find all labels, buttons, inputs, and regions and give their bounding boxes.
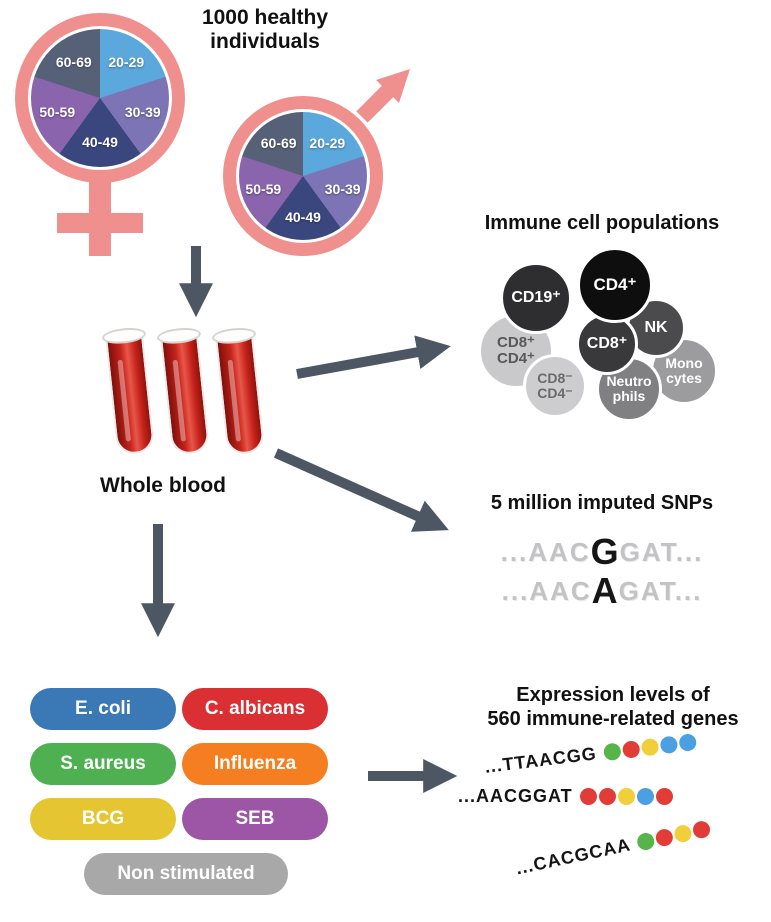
age-group-label: 40-49 xyxy=(82,134,118,151)
snp-variant-allele: A xyxy=(591,570,619,611)
whole-blood-label: Whole blood xyxy=(100,474,226,497)
cell-label: cytes xyxy=(666,370,702,386)
page-title-line1: 1000 healthy xyxy=(201,6,329,29)
snp-prefix: ...AAC xyxy=(500,537,591,567)
read-sequence: ...CACGCAA xyxy=(513,834,633,879)
cell-label: phils xyxy=(612,388,646,404)
bead-blue xyxy=(636,788,654,805)
cell-cd8neg-cd4neg: CD8⁻ CD4⁻ xyxy=(523,354,587,418)
bead-yellow xyxy=(672,823,694,844)
expression-title: Expression levels of 560 immune-related … xyxy=(460,684,766,731)
cell-label: CD19⁺ xyxy=(511,288,561,306)
cell-label: CD8⁺ xyxy=(497,334,535,352)
expression-read: ...CACGCAA xyxy=(514,818,712,880)
cell-label: Neutro xyxy=(606,373,652,390)
cell-cd4: CD4⁺ xyxy=(577,247,653,323)
stimulus-influenza: Influenza xyxy=(182,743,328,785)
expression-title-line2: 560 immune-related genes xyxy=(487,707,739,730)
stimulus-seb: SEB xyxy=(182,798,328,840)
age-group-label: 50-59 xyxy=(245,180,282,197)
cell-label: NK xyxy=(644,318,668,336)
cell-neutrophils: Neutro phils xyxy=(596,356,662,422)
age-group-label: 50-59 xyxy=(39,103,76,120)
bead-sequence xyxy=(602,733,697,762)
bead-sequence xyxy=(579,788,673,805)
read-sequence: ...TTAACGG xyxy=(483,743,598,777)
age-group-label: 20-29 xyxy=(309,134,346,151)
tube-highlight xyxy=(227,359,242,442)
stimulus-c-albicans: C. albicans xyxy=(182,688,328,730)
bead-red xyxy=(655,788,673,805)
female-age-pie-chart: 20-29 30-39 40-49 50-59 60-69 xyxy=(31,29,169,167)
cell-label: CD4⁺ xyxy=(593,275,637,295)
male-symbol-arrow xyxy=(356,69,410,123)
blood-tube-glass xyxy=(105,335,156,456)
page-title-line2: individuals xyxy=(210,30,320,54)
immune-cells-title: Immune cell populations xyxy=(484,212,720,234)
read-sequence: ...AACGGAT xyxy=(458,786,573,806)
age-group-label: 60-69 xyxy=(260,134,297,151)
bead-red xyxy=(579,788,597,805)
bead-blue xyxy=(659,735,679,755)
expression-title-line1: Expression levels of xyxy=(516,684,710,706)
age-group-label: 20-29 xyxy=(108,54,145,71)
bead-red xyxy=(598,788,616,805)
snp-prefix: ...AAC xyxy=(501,576,592,606)
tube-highlight xyxy=(172,359,187,442)
cell-label: CD8⁺ xyxy=(586,334,628,352)
bead-yellow xyxy=(640,737,660,757)
arrow-blood-to-snps xyxy=(273,448,449,532)
snp-sequence-2: ...AACAGAT... xyxy=(452,570,752,612)
blood-tube-glass xyxy=(215,335,266,456)
snp-suffix: GAT... xyxy=(619,537,704,567)
cell-cd19: CD19⁺ xyxy=(500,262,572,334)
cell-label: CD4⁺ xyxy=(497,350,535,367)
page-title: 1000 healthy individuals xyxy=(160,6,370,54)
stimulus-bcg: BCG xyxy=(30,798,176,840)
age-group-label: 30-39 xyxy=(124,103,161,120)
cell-label: CD8⁻ xyxy=(537,370,573,387)
bead-red xyxy=(621,740,641,759)
cell-label: CD4⁻ xyxy=(537,385,573,401)
bead-sequence xyxy=(635,819,712,852)
female-symbol-cross xyxy=(57,213,143,233)
bead-red xyxy=(654,827,675,848)
bead-red xyxy=(691,819,712,840)
arrow-blood-to-immune-cells xyxy=(296,335,451,379)
age-group-label: 40-49 xyxy=(285,208,321,225)
bead-green xyxy=(635,831,656,852)
male-age-pie-chart: 20-29 30-39 40-49 50-59 60-69 xyxy=(239,112,367,240)
snps-title: 5 million imputed SNPs xyxy=(490,492,714,514)
bead-green xyxy=(602,742,622,762)
bead-blue xyxy=(677,733,697,753)
snp-variant-allele: G xyxy=(590,531,620,572)
cell-label: Mono xyxy=(665,355,703,372)
stimulus-non-stimulated: Non stimulated xyxy=(84,853,288,895)
snp-sequence-1: ...AACGGAT... xyxy=(452,531,752,573)
tube-highlight xyxy=(117,359,132,442)
blood-tube xyxy=(101,326,158,460)
age-group-label: 30-39 xyxy=(324,180,361,197)
expression-read: ...AACGGAT xyxy=(458,786,673,807)
stimulus-ecoli: E. coli xyxy=(30,688,176,730)
blood-tube xyxy=(211,326,268,460)
snp-suffix: GAT... xyxy=(618,576,703,606)
expression-read: ...TTAACGG xyxy=(484,731,698,778)
bead-yellow xyxy=(617,788,635,805)
age-group-label: 60-69 xyxy=(55,54,92,71)
blood-tube xyxy=(156,326,213,460)
stimulus-s-aureus: S. aureus xyxy=(30,743,176,785)
blood-tube-glass xyxy=(160,335,211,456)
